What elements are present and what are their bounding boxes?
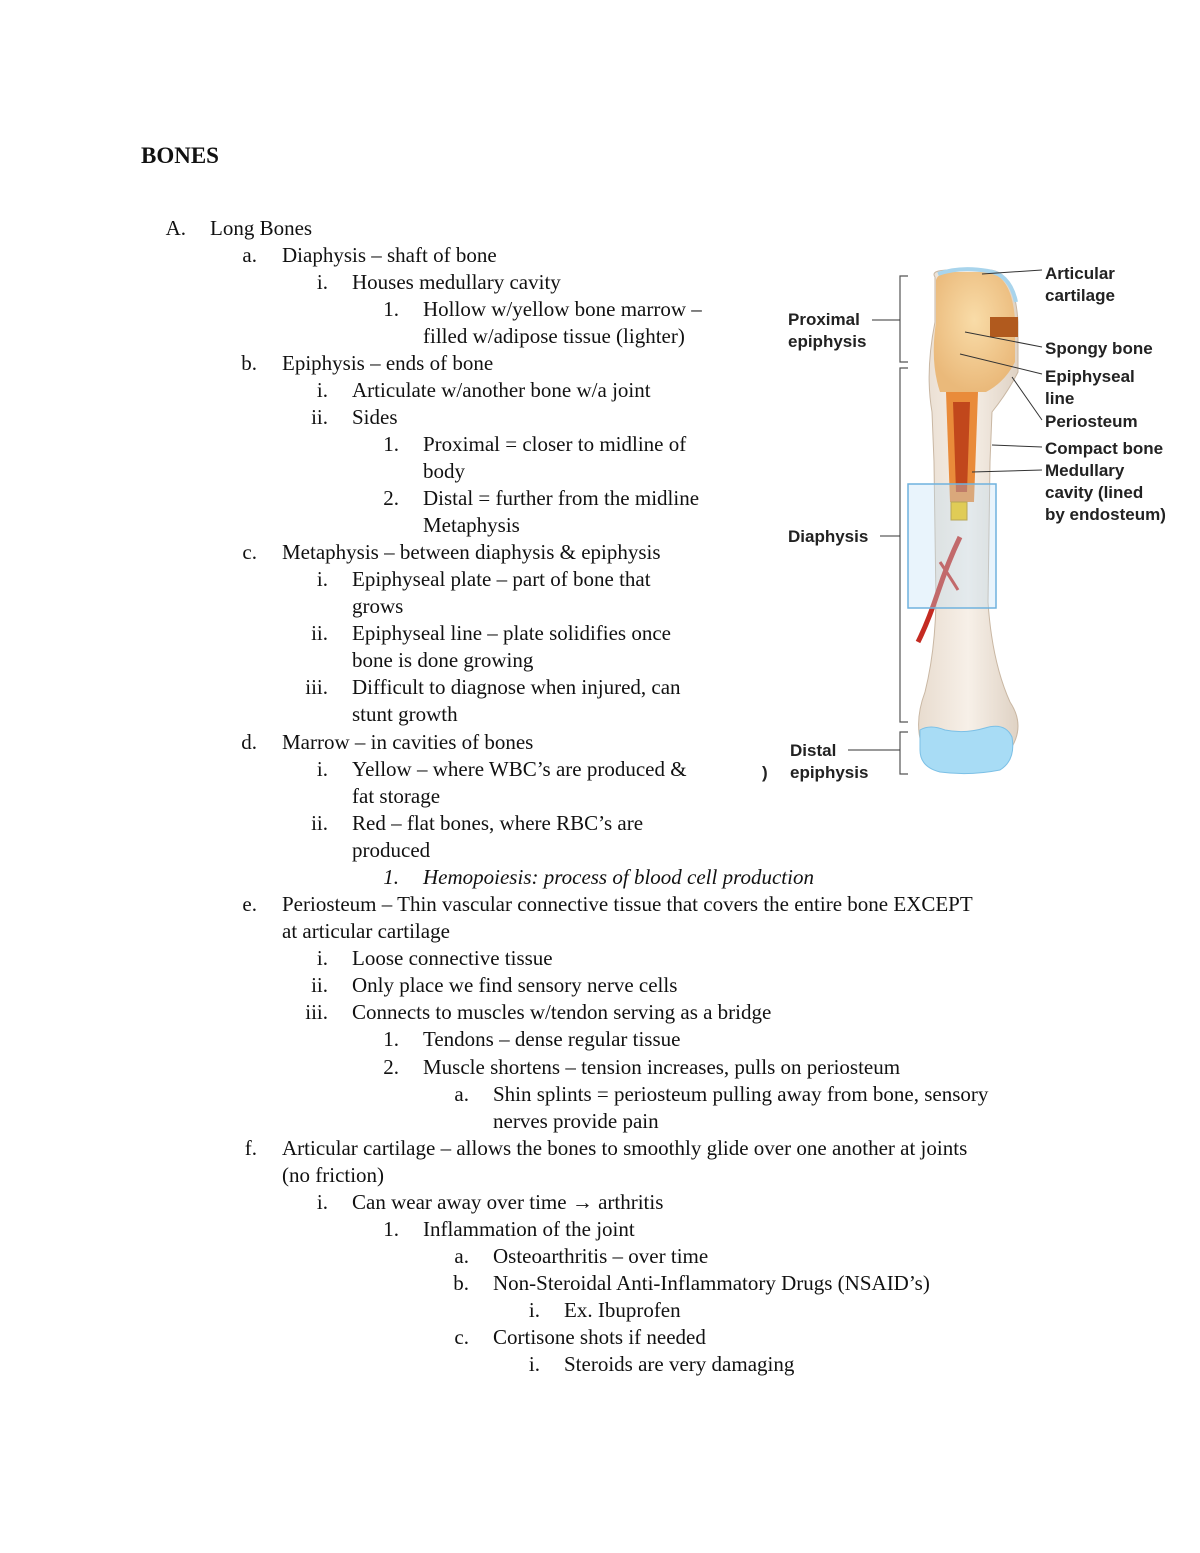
outline-marker: a.	[242, 243, 257, 267]
outline-text: Articular cartilage – allows the bones t…	[282, 1136, 968, 1160]
outline-marker: i.	[528, 1298, 540, 1322]
label-articular-cartilage-2: cartilage	[1045, 286, 1115, 305]
outline-text: Proximal = closer to midline of	[423, 432, 687, 456]
outline-marker: A.	[165, 216, 186, 240]
outline-marker: 1.	[383, 1217, 399, 1241]
bone-illustration	[907, 267, 1019, 775]
outline-text: Articulate w/another bone w/a joint	[352, 378, 651, 402]
outline-text: Steroids are very damaging	[564, 1352, 795, 1376]
outline-text: Houses medullary cavity	[352, 270, 561, 294]
outline-text: Epiphyseal line – plate solidifies once	[352, 621, 671, 645]
outline-text: Connects to muscles w/tendon serving as …	[352, 1000, 772, 1024]
outline-text: Distal = further from the midline	[423, 486, 700, 510]
outline-text: produced	[352, 838, 431, 862]
outline-text: Muscle shortens – tension increases, pul…	[423, 1055, 901, 1079]
outline-text: Hemopoiesis: process of blood cell produ…	[423, 865, 814, 889]
outline-text: Hollow w/yellow bone marrow –	[423, 297, 702, 321]
outline-marker: i.	[316, 757, 328, 781]
outline-marker: 1.	[383, 865, 399, 889]
outline-marker: ii.	[311, 811, 328, 835]
outline-marker: a.	[454, 1082, 469, 1106]
outline-marker: i.	[528, 1352, 540, 1376]
page-title: BONES	[141, 143, 219, 168]
outline-text: Yellow – where WBC’s are produced &	[352, 757, 687, 781]
outline-marker: c.	[454, 1325, 469, 1349]
panel-letter-fragment: )	[762, 763, 768, 782]
label-distal-epiphysis-2: epiphysis	[790, 763, 868, 782]
label-medullary-cavity-3: by endosteum)	[1045, 505, 1166, 524]
label-proximal-epiphysis-2: epiphysis	[788, 332, 866, 351]
outline-text: Inflammation of the joint	[423, 1217, 635, 1241]
long-bone-diagram: Articular cartilage Proximal epiphysis S…	[762, 264, 1166, 782]
label-diaphysis: Diaphysis	[788, 527, 868, 546]
outline-marker: d.	[241, 730, 257, 754]
outline-text: Epiphysis – ends of bone	[282, 351, 494, 375]
label-epiphyseal-line-2: line	[1045, 389, 1074, 408]
label-compact-bone: Compact bone	[1045, 439, 1163, 458]
outline-marker: ii.	[311, 405, 328, 429]
outline-marker: ii.	[311, 621, 328, 645]
outline-marker: 2.	[383, 486, 399, 510]
outline-text: Epiphyseal plate – part of bone that	[352, 567, 651, 591]
outline-marker: b.	[241, 351, 257, 375]
outline-marker: iii.	[305, 675, 328, 699]
outline-text: Tendons – dense regular tissue	[423, 1027, 681, 1051]
outline-text: Shin splints = periosteum pulling away f…	[493, 1082, 989, 1106]
outline-text: Loose connective tissue	[352, 946, 553, 970]
outline-marker: ii.	[311, 973, 328, 997]
outline-marker: a.	[454, 1244, 469, 1268]
outline-text: stunt growth	[352, 702, 458, 726]
outline-text: Metaphysis – between diaphysis & epiphys…	[282, 540, 661, 564]
label-proximal-epiphysis: Proximal	[788, 310, 860, 329]
outline-text: Periosteum – Thin vascular connective ti…	[282, 892, 973, 916]
outline-text: Marrow – in cavities of bones	[282, 730, 534, 754]
outline-marker: e.	[242, 892, 257, 916]
outline-text: at articular cartilage	[282, 919, 450, 943]
outline-marker: 1.	[383, 1027, 399, 1051]
outline-text: nerves provide pain	[493, 1109, 659, 1133]
outline-marker: i.	[316, 1190, 328, 1214]
outline-text: Can wear away over time → arthritis	[352, 1190, 664, 1214]
outline-marker: iii.	[305, 1000, 328, 1024]
outline-text: fat storage	[352, 784, 441, 808]
outline-marker: 1.	[383, 432, 399, 456]
outline-marker: f.	[244, 1136, 257, 1160]
outline-marker: i.	[316, 946, 328, 970]
outline-marker: i.	[316, 567, 328, 591]
outline-text: Ex. Ibuprofen	[564, 1298, 681, 1322]
outline-text: (no friction)	[282, 1163, 385, 1187]
label-distal-epiphysis: Distal	[790, 741, 836, 760]
outline-marker: i.	[316, 378, 328, 402]
outline-text: Cortisone shots if needed	[493, 1325, 706, 1349]
outline-marker: 1.	[383, 297, 399, 321]
label-periosteum: Periosteum	[1045, 412, 1138, 431]
outline-text: Osteoarthritis – over time	[493, 1244, 709, 1268]
outline-marker: i.	[316, 270, 328, 294]
outline-text: body	[423, 459, 465, 483]
outline-marker: 2.	[383, 1055, 399, 1079]
outline-text: Diaphysis – shaft of bone	[282, 243, 497, 267]
outline-marker: b.	[453, 1271, 469, 1295]
outline-marker: c.	[242, 540, 257, 564]
label-medullary-cavity-2: cavity (lined	[1045, 483, 1143, 502]
outline-text: Difficult to diagnose when injured, can	[352, 675, 681, 699]
outline-text: Only place we find sensory nerve cells	[352, 973, 678, 997]
label-epiphyseal-line: Epiphyseal	[1045, 367, 1135, 386]
outline-text: Long Bones	[210, 216, 313, 240]
outline-text: Metaphysis	[423, 513, 520, 537]
outline-text: filled w/adipose tissue (lighter)	[423, 324, 685, 348]
outline-text: grows	[352, 594, 404, 618]
label-spongy-bone: Spongy bone	[1045, 339, 1153, 358]
label-articular-cartilage: Articular	[1045, 264, 1115, 283]
outline-text: Non-Steroidal Anti-Inflammatory Drugs (N…	[493, 1271, 930, 1295]
outline-text: bone is done growing	[352, 648, 534, 672]
outline-text: Sides	[352, 405, 398, 429]
label-medullary-cavity: Medullary	[1045, 461, 1125, 480]
outline-text: Red – flat bones, where RBC’s are	[352, 811, 644, 835]
